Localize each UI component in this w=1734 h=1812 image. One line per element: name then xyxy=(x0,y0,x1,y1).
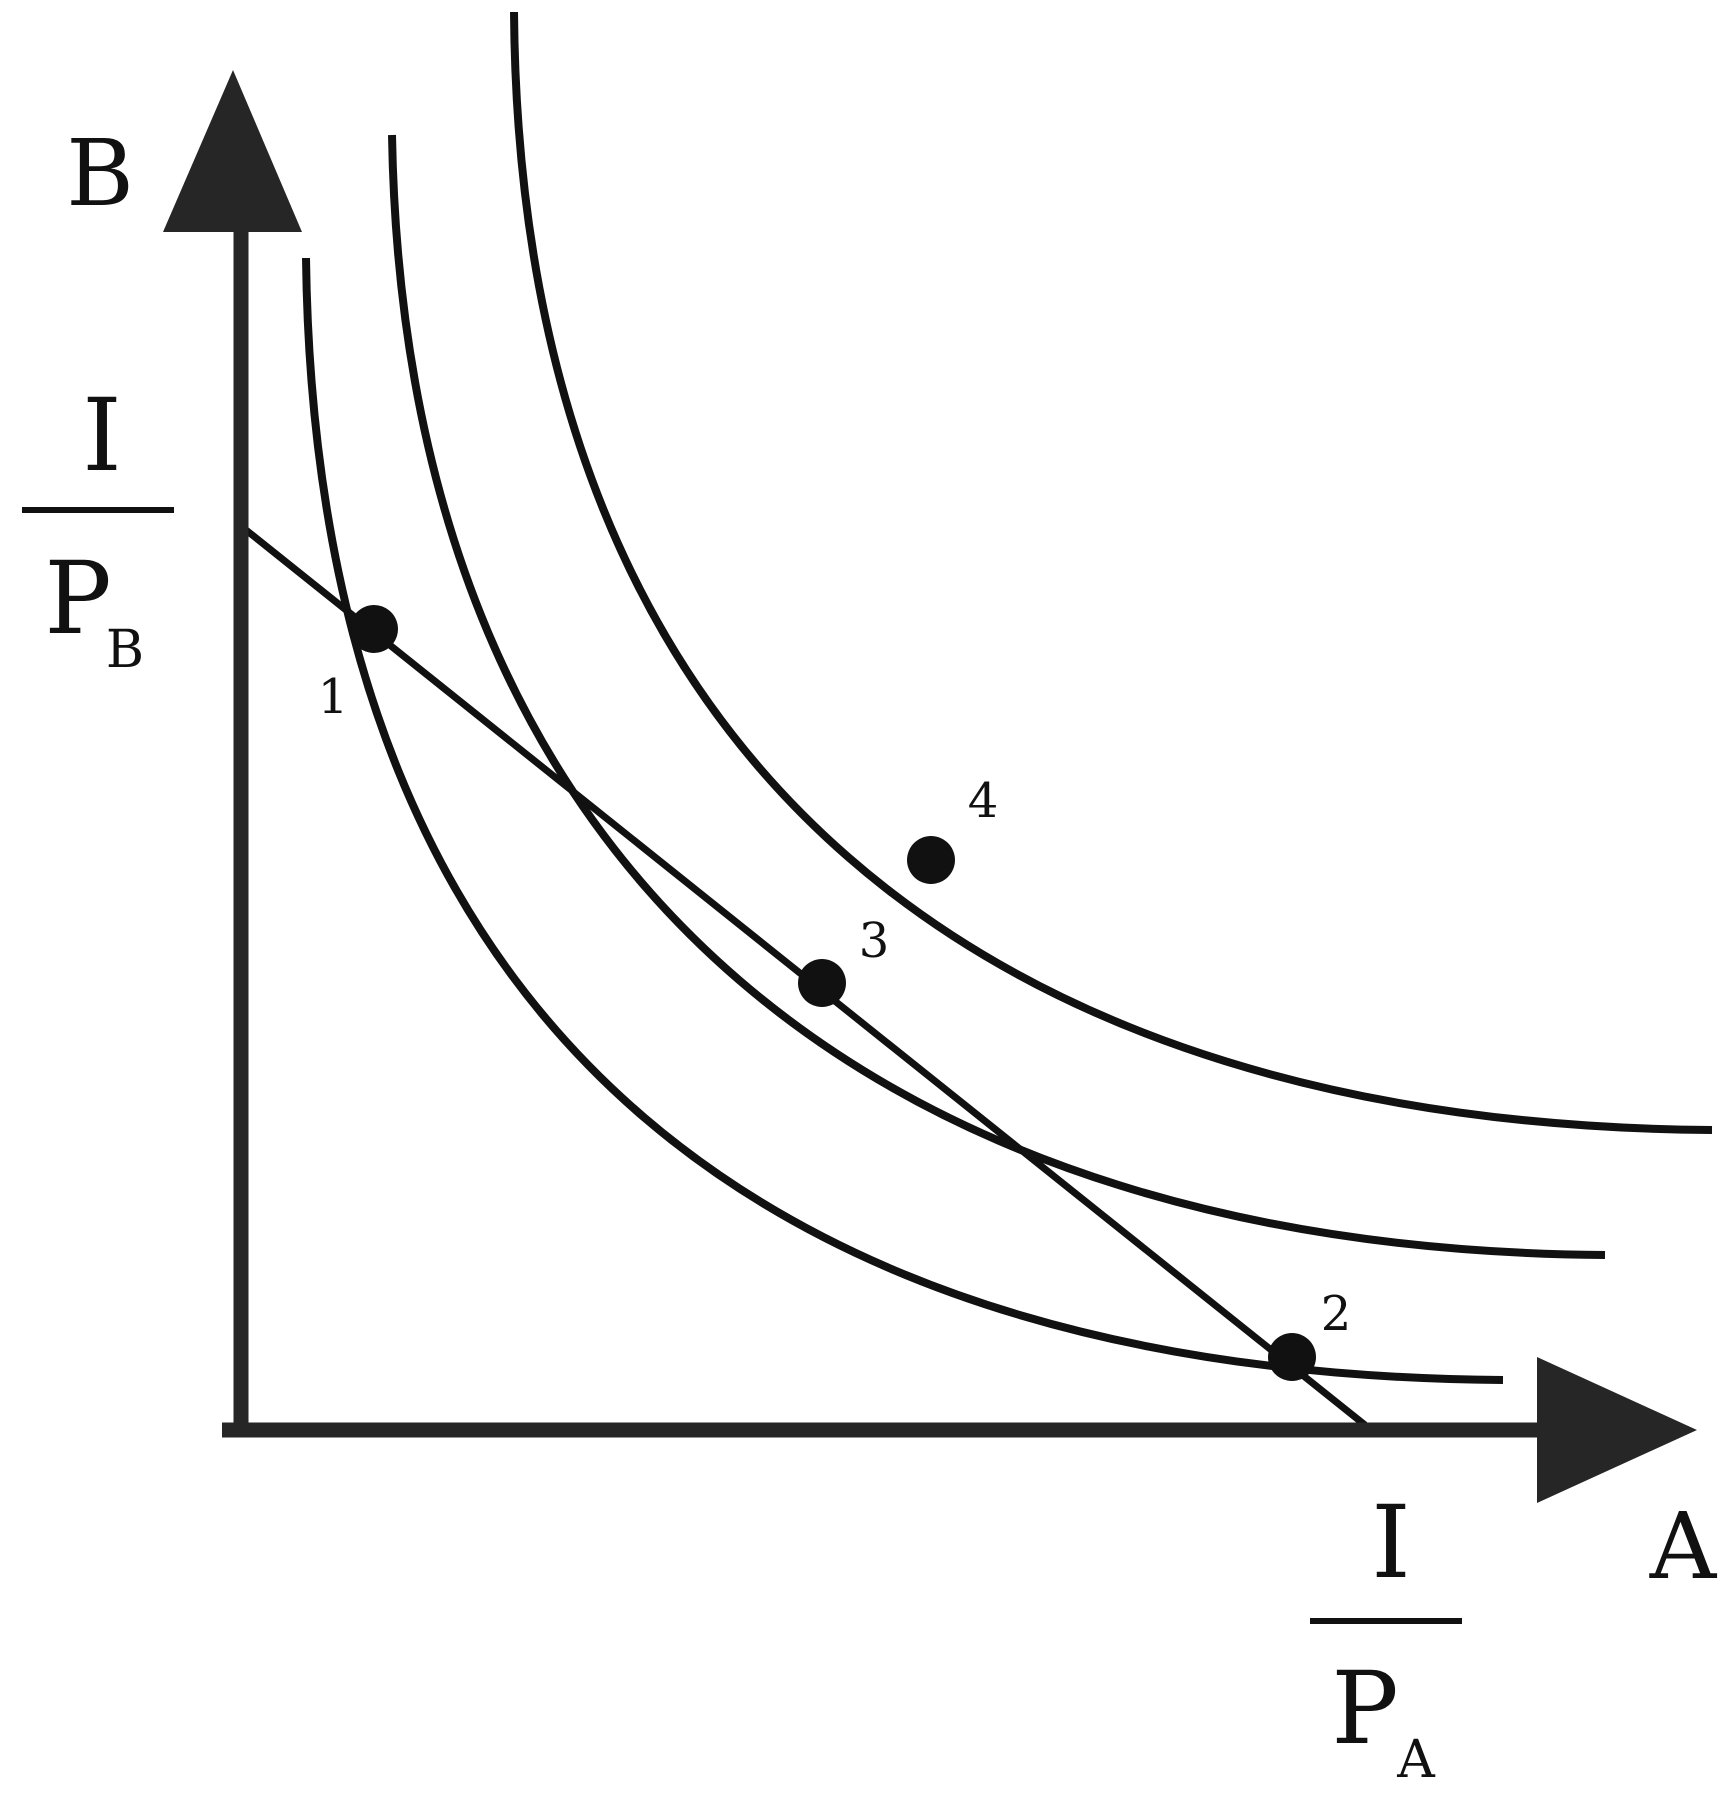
y-intercept-subscript: B xyxy=(106,620,144,680)
point-1 xyxy=(350,605,398,653)
point-4 xyxy=(907,836,955,884)
y-axis-label: B xyxy=(66,120,134,227)
y-intercept-label: I P B xyxy=(22,377,174,680)
indifference-curve-1 xyxy=(302,257,1504,1384)
x-axis-arrowhead xyxy=(1537,1357,1697,1503)
point-2 xyxy=(1268,1333,1316,1381)
x-intercept-denominator: P xyxy=(1331,1650,1398,1767)
x-intercept-label: I P A xyxy=(1310,1484,1462,1790)
x-axis-label: A xyxy=(1649,1493,1718,1600)
point-2-label: 2 xyxy=(1321,1286,1352,1342)
y-intercept-denominator: P xyxy=(44,540,111,657)
point-4-label: 4 xyxy=(968,773,999,829)
y-intercept-numerator: I xyxy=(82,377,122,494)
x-intercept-subscript: A xyxy=(1396,1730,1436,1790)
point-3 xyxy=(798,959,846,1007)
indifference-curve-3 xyxy=(510,11,1713,1134)
y-axis-arrowhead xyxy=(163,70,302,232)
point-3-label: 3 xyxy=(859,913,890,969)
indifference-curve-2 xyxy=(388,134,1606,1259)
point-1-label: 1 xyxy=(318,669,349,725)
x-intercept-numerator: I xyxy=(1371,1484,1411,1601)
